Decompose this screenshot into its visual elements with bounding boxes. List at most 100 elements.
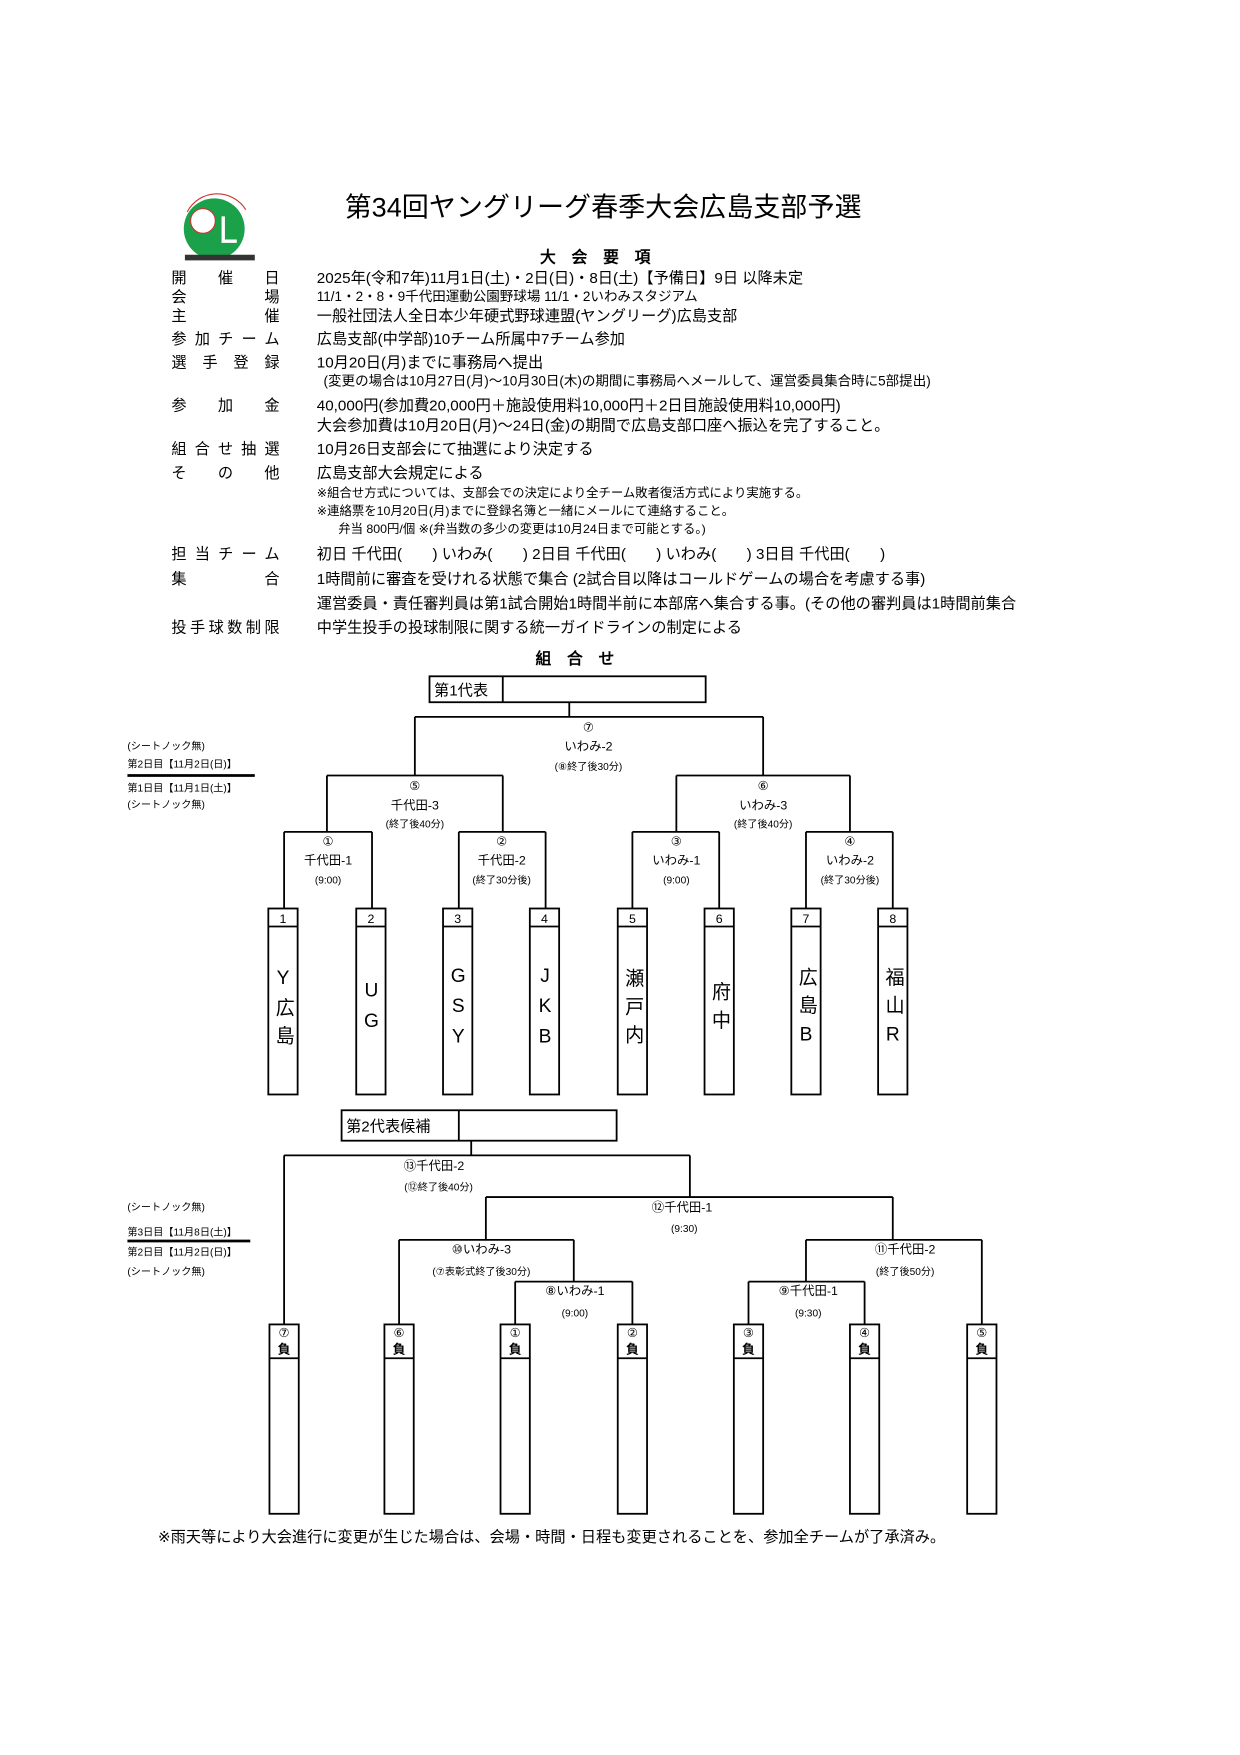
loser-box [966, 1323, 998, 1515]
game-round1: ① 千代田-1 (9:00) [304, 834, 352, 886]
info-value: (変更の場合は10月27日(月)～10月30日(木)の期間に事務局へメールして、… [324, 372, 931, 388]
second-representative-label: 第2代表候補 [346, 1118, 430, 1136]
info-label: 担当チーム [171, 546, 279, 563]
side-label: (シートノック無) [127, 1265, 204, 1278]
info-label: 主催 [171, 308, 279, 325]
league-logo [183, 193, 255, 261]
loser-from-game: ④ [859, 1326, 870, 1340]
side-label: 第2日目【11月2日(日)】 [127, 1246, 237, 1259]
team-seed: 3 [454, 912, 461, 926]
game-number: ⑥ [758, 779, 769, 793]
game-number: ⑤ [409, 779, 420, 793]
first-representative-label: 第1代表 [434, 681, 488, 699]
loser-slot: ②負 [616, 1323, 648, 1515]
info-value: 運営委員・責任審判員は第1試合開始1時間半前に本部席へ集合する事。(その他の審判… [317, 595, 1016, 613]
info-value: 40,000円(参加費20,000円＋施設使用料10,000円＋2日目施設使用料… [317, 397, 841, 414]
loser-from-game: ⑤ [976, 1326, 987, 1340]
loser-slot: ⑥負 [383, 1323, 415, 1515]
loser-slot: ⑤負 [966, 1323, 998, 1515]
team-seed: 5 [629, 912, 636, 926]
game-semi: ⑤ 千代田-3 (終了後40分) [386, 779, 445, 830]
loser-slot: ⑦負 [268, 1323, 300, 1515]
team-seed: 6 [716, 912, 723, 926]
side-label: (シートノック無) [127, 798, 204, 811]
section-heading: 大 会 要 項 [540, 248, 651, 267]
game-venue: いわみ-2 [826, 854, 874, 868]
game-venue: いわみ-2 [564, 740, 612, 754]
game-number: ② [496, 834, 507, 848]
game-number: ③ [671, 834, 682, 848]
info-value: ※連絡票を10月20日(月)までに登録名簿と一緒にメールにて連絡すること。 [317, 503, 734, 518]
game-time: (9:00) [663, 876, 689, 887]
main-bracket: 第1代表 ⑦ いわみ-2 (⑧終了後30分) ⑤ 千代田-3 (終了後40分) … [127, 675, 909, 1096]
game-venue: 千代田-1 [304, 854, 352, 868]
loser-from-game: ⑦ [279, 1326, 290, 1340]
info-label: 会場 [171, 289, 279, 306]
game-semi: ⑥ いわみ-3 (終了後40分) [734, 779, 793, 830]
info-value: 大会参加費は10月20日(月)～24日(金)の期間で広島支部口座へ振込を完了する… [317, 418, 890, 435]
loser-mark: 負 [393, 1342, 406, 1357]
team-seed: 2 [367, 912, 374, 926]
loser-box [499, 1323, 531, 1515]
game-9-time: (9:30) [795, 1309, 821, 1320]
team-name: Y広島 [272, 966, 294, 1054]
info-label: 組合せ抽選 [171, 441, 279, 458]
loser-box [732, 1323, 765, 1515]
info-label: 選手登録 [171, 354, 279, 371]
game-round1: ③ いわみ-1 (9:00) [652, 834, 700, 886]
team-seed: 8 [889, 912, 896, 926]
loser-from-game: ⑥ [394, 1326, 405, 1340]
game-12: ⑫千代田-1 [652, 1201, 713, 1215]
team-name: JKB [534, 964, 556, 1056]
game-number: ⑦ [583, 721, 594, 735]
loser-slot: ④負 [849, 1323, 881, 1515]
info-value: 10月26日支部会にて抽選により決定する [317, 441, 594, 458]
first-representative-box [428, 675, 707, 704]
bracket-heading: 組 合 せ [535, 649, 614, 668]
team-box [616, 907, 648, 1096]
info-value: 広島支部大会規定による [317, 465, 484, 482]
loser-slot: ③負 [732, 1323, 765, 1515]
team-box [877, 907, 909, 1096]
info-value: 一般社団法人全日本少年硬式野球連盟(ヤングリーグ)広島支部 [317, 307, 738, 325]
game-venue: いわみ-3 [739, 798, 787, 812]
game-10-time: (⑦表彰式終了後30分) [432, 1265, 530, 1278]
game-time: (終了30分後) [821, 874, 880, 887]
game-13-time: (⑫終了後40分) [404, 1180, 473, 1193]
loser-box [383, 1323, 415, 1515]
team-box [267, 907, 299, 1096]
footer-note: ※雨天等により大会進行に変更が生じた場合は、会場・時間・日程も変更されることを、… [158, 1528, 945, 1546]
info-value: 10月20日(月)までに事務局へ提出 [317, 354, 543, 371]
game-8: ⑧いわみ-1 [545, 1284, 604, 1298]
second-representative-box [340, 1109, 618, 1142]
team-name: 広島B [795, 966, 817, 1054]
game-round1: ④ いわみ-2 (終了30分後) [821, 834, 880, 886]
team-box [790, 907, 822, 1096]
info-label: 投手球数制限 [171, 619, 279, 636]
info-value: 2025年(令和7年)11月1日(土)・2日(日)・8日(土)【予備日】9日 以… [317, 270, 803, 287]
info-value: 1時間前に審査を受けれる状態で集合 (2試合目以降はコールドゲームの場合を考慮す… [317, 570, 926, 588]
game-11: ⑪千代田-2 [875, 1242, 936, 1256]
info-value: 11/1・2・8・9千代田運動公園野球場 11/1・2いわみスタジアム [317, 289, 698, 304]
loser-mark: 負 [742, 1342, 755, 1357]
loser-from-game: ③ [743, 1326, 754, 1340]
game-8-time: (9:00) [562, 1309, 588, 1320]
team-box [355, 907, 387, 1096]
info-value: 中学生投手の投球制限に関する統一ガイドラインの制定による [317, 619, 742, 636]
info-label: その他 [171, 465, 279, 482]
game-number: ① [323, 834, 334, 848]
loser-mark: 負 [509, 1342, 522, 1357]
team-box [442, 907, 474, 1096]
team-seed: 4 [541, 912, 548, 926]
consolation-bracket: 第2代表候補 ⑬千代田-2 (⑫終了後40分) ⑫千代田-1 (9:30) ⑩い… [127, 1109, 998, 1515]
game-venue: いわみ-1 [652, 854, 700, 868]
loser-mark: 負 [626, 1342, 639, 1357]
document-title: 第34回ヤングリーグ春季大会広島支部予選 [345, 192, 862, 222]
info-value: 広島支部(中学部)10チーム所属中7チーム参加 [317, 331, 625, 348]
game-10: ⑩いわみ-3 [452, 1242, 511, 1256]
team-name: UG [360, 979, 383, 1041]
